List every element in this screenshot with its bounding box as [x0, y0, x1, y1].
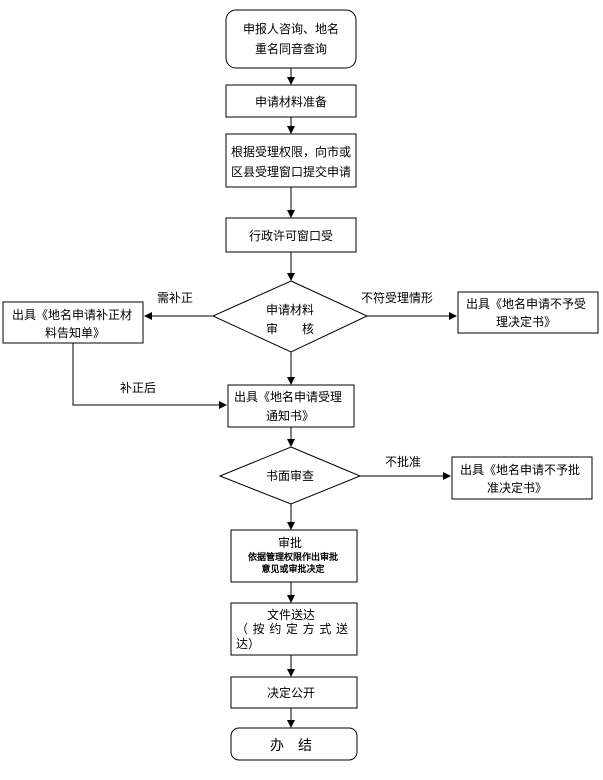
node-submit: 根据受理权限，向市或 区县受理窗口提交申请 [225, 133, 357, 188]
node-window: 行政许可窗口受 [225, 217, 357, 253]
node-end: 办 结 [230, 727, 358, 761]
edge-label-after-correction: 补正后 [120, 381, 156, 395]
node-text: 区县受理窗口提交申请 [231, 164, 351, 179]
node-text: 重名同音查询 [255, 41, 327, 56]
node-text: 审批 [278, 535, 302, 550]
node-text: 理决定书》 [496, 314, 556, 329]
node-text: 意见或审批决定 [261, 563, 325, 575]
edge-label-not-approved: 不批准 [385, 454, 421, 469]
node-text: 申请材料准备 [255, 95, 327, 109]
node-reject-acceptance: 出具《地名申请不予受 理决定书》 [457, 291, 599, 334]
node-text: 申请材料 [266, 303, 314, 317]
node-acceptance-notice: 出具《地名申请受理 通知书》 [227, 384, 355, 428]
node-text: 准决定书》 [487, 480, 547, 495]
node-text: 行政许可窗口受 [249, 229, 333, 243]
connectors [72, 68, 457, 728]
edge-label-needs-correction: 需补正 [157, 291, 193, 305]
node-prepare: 申请材料准备 [225, 84, 357, 118]
node-review-decision: 申请材料 审 核 [211, 280, 369, 353]
node-text: 达） [236, 637, 260, 651]
node-text: 依据管理权限作出审批 [248, 551, 338, 563]
node-text: 出具《地名申请补正材 [12, 307, 132, 322]
node-text: 审 核 [266, 321, 314, 336]
node-text: 料告知单》 [45, 326, 105, 340]
node-text: （按约定方式送 [236, 621, 348, 636]
node-approval: 审批 依据管理权限作出审批 意见或审批决定 [230, 529, 358, 583]
node-text: 出具《地名申请不予受 [466, 296, 586, 311]
node-correction-notice: 出具《地名申请补正材 料告知单》 [2, 301, 144, 344]
node-text: 书面审查 [266, 468, 314, 483]
node-text: 申报人咨询、地名 [243, 21, 339, 36]
node-text: 出具《地名申请不予批 [460, 462, 580, 477]
node-text: 根据受理权限，向市或 [231, 144, 351, 159]
node-text: 办 结 [270, 738, 312, 754]
node-text: 决定公开 [267, 685, 315, 700]
node-reject-approval: 出具《地名申请不予批 准决定书》 [451, 456, 593, 500]
edge-label-not-eligible: 不符受理情形 [361, 290, 433, 305]
node-start: 申报人咨询、地名 重名同音查询 [225, 9, 357, 69]
node-publish: 决定公开 [230, 676, 358, 709]
node-text: 出具《地名申请受理 [234, 389, 342, 404]
node-written-review-decision: 书面审查 [218, 446, 362, 505]
node-deliver: 文件送达 （按约定方式送 达） [230, 602, 358, 656]
node-text: 文件送达 [267, 607, 315, 622]
node-text: 通知书》 [266, 409, 314, 423]
